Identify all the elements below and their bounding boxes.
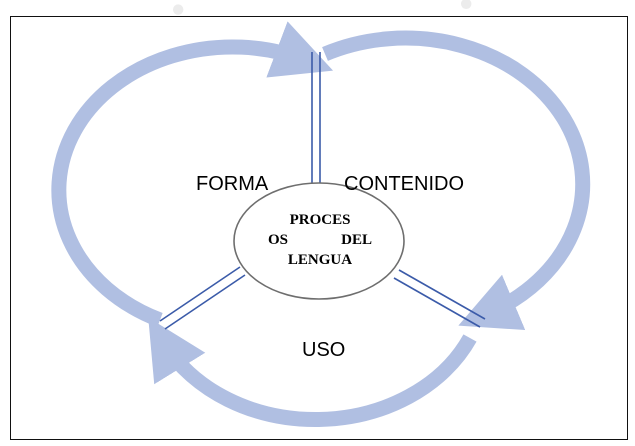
arrow-forma-segment	[51, 21, 334, 328]
center-label-line-2-b: DEL	[341, 232, 372, 248]
connector-left	[159, 266, 246, 330]
label-contenido: CONTENIDO	[344, 173, 464, 195]
center-label-line-2: OS DEL	[268, 230, 372, 250]
connector-top	[311, 52, 321, 183]
connector-right	[393, 269, 486, 328]
center-label: PROCES OS DEL LENGUA	[268, 210, 372, 270]
center-label-line-3: LENGUA	[287, 252, 353, 268]
label-forma: FORMA	[196, 173, 269, 195]
label-uso: USO	[302, 339, 346, 361]
center-ellipse	[233, 182, 405, 300]
arrow-contenido-segment	[322, 30, 591, 330]
arrow-uso-segment	[148, 317, 477, 428]
center-label-line-2-a: OS	[268, 232, 289, 248]
center-label-line-1: PROCES	[289, 212, 351, 228]
